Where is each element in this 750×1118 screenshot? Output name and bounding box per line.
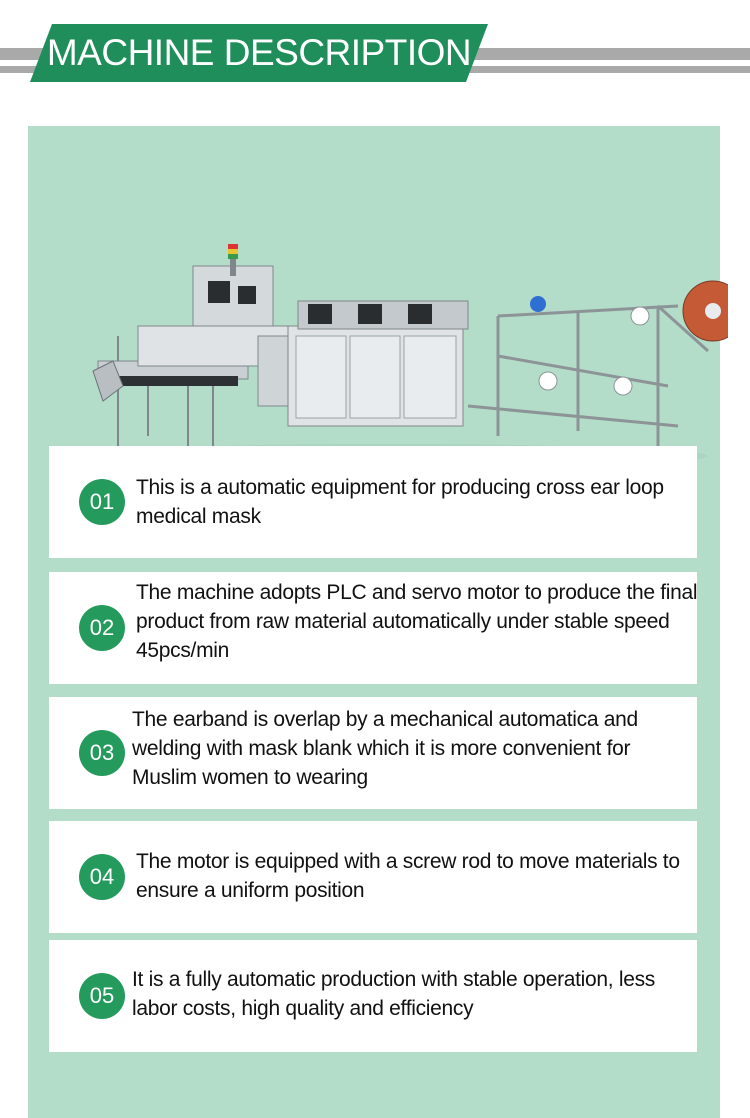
section-header: MACHINE DESCRIPTION	[0, 0, 750, 110]
step-text: The earband is overlap by a mechanical a…	[132, 708, 638, 789]
step-number-badge: 02	[79, 605, 125, 651]
step-number-badge: 05	[79, 973, 125, 1019]
list-item: 05 It is a fully automatic production wi…	[49, 940, 697, 1052]
machine-image	[68, 244, 728, 471]
step-text: It is a fully automatic production with …	[132, 968, 656, 1020]
list-item: 01 This is a automatic equipment for pro…	[49, 446, 697, 558]
step-number-badge: 01	[79, 479, 125, 525]
list-item: 02 The machine adopts PLC and servo moto…	[49, 572, 698, 684]
step-number-badge: 03	[79, 730, 125, 776]
step-text: The machine adopts PLC and servo motor t…	[136, 581, 698, 662]
list-item: 04 The motor is equipped with a screw ro…	[49, 821, 697, 933]
step-text: This is a automatic equipment for produc…	[136, 476, 664, 528]
step-number-badge: 04	[79, 854, 125, 900]
section-title: MACHINE DESCRIPTION	[46, 32, 472, 73]
list-item: 03 The earband is overlap by a mechanica…	[49, 697, 697, 809]
step-text: The motor is equipped with a screw rod t…	[136, 850, 680, 902]
title-banner	[30, 24, 488, 82]
description-panel: 01 This is a automatic equipment for pro…	[28, 126, 728, 1118]
